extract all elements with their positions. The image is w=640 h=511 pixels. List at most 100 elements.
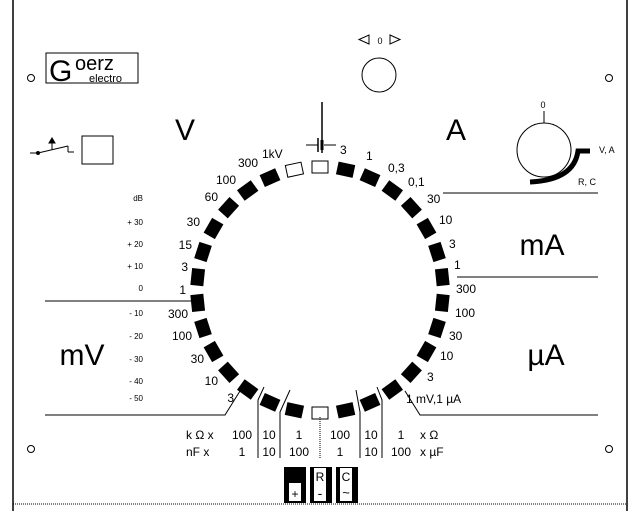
svg-text:100: 100: [172, 329, 192, 343]
unit-ua-label: µA: [527, 339, 564, 372]
range-dial[interactable]: [190, 160, 450, 420]
unit-ma-label: mA: [520, 229, 565, 262]
screw-icon: [605, 445, 613, 453]
svg-text:300: 300: [456, 282, 476, 296]
dial-position[interactable]: [381, 180, 403, 201]
svg-text:100: 100: [289, 445, 309, 459]
unit-mv-label: mV: [60, 339, 105, 372]
dial-position[interactable]: [400, 361, 422, 383]
dial-position-off[interactable]: [284, 161, 305, 178]
svg-text:0,3: 0,3: [388, 161, 405, 175]
svg-text:- 50: - 50: [129, 394, 143, 403]
dial-position[interactable]: [428, 317, 446, 339]
dial-position[interactable]: [434, 267, 450, 287]
unit-a-label: A: [446, 114, 466, 147]
svg-text:~: ~: [342, 485, 350, 500]
svg-text:- 40: - 40: [129, 377, 143, 386]
lowest-range-label: 1 mV,1 µA: [406, 392, 461, 406]
dial-position[interactable]: [237, 379, 259, 400]
zero-adjust-knob[interactable]: [361, 57, 397, 93]
db-title: dB: [133, 194, 143, 203]
brand-logo: G oerz electro: [45, 52, 139, 88]
dial-position[interactable]: [218, 197, 240, 219]
dial-position[interactable]: [218, 361, 240, 383]
dial-position[interactable]: [194, 241, 212, 263]
svg-text:oerz: oerz: [75, 53, 114, 75]
svg-text:1: 1: [179, 283, 186, 297]
svg-text:100: 100: [216, 173, 236, 187]
dial-position[interactable]: [428, 241, 446, 263]
dial-position[interactable]: [194, 317, 212, 339]
dial-position[interactable]: [359, 168, 381, 187]
dial-position-off[interactable]: [311, 160, 329, 174]
range-selector-knob[interactable]: [516, 122, 572, 178]
svg-text:1: 1: [454, 258, 461, 272]
svg-text:3: 3: [449, 237, 456, 251]
dial-position[interactable]: [416, 217, 437, 240]
dial-position[interactable]: [434, 293, 450, 313]
svg-text:10: 10: [439, 213, 453, 227]
svg-text:1: 1: [366, 149, 373, 163]
dial-position[interactable]: [259, 168, 281, 187]
battery-test-icon: [306, 102, 336, 153]
svg-text:R: R: [316, 470, 325, 484]
switch-symbol-icon: [30, 137, 74, 155]
svg-text:30: 30: [449, 329, 463, 343]
dial-position[interactable]: [237, 180, 259, 201]
db-scale: + 30 + 20 + 10 0 - 10 - 20 - 30 - 40 - 5…: [127, 218, 143, 403]
svg-text:0: 0: [377, 36, 382, 46]
dial-position[interactable]: [190, 267, 206, 287]
svg-text:+: +: [291, 487, 298, 501]
socket-c-ac[interactable]: C ~: [336, 467, 358, 503]
svg-text:30: 30: [191, 352, 205, 366]
ohm-scale: k Ω x nF x 100 10 1 100 10 1 1 10 100 1 …: [186, 428, 444, 459]
dial-position[interactable]: [259, 393, 281, 412]
svg-text:1: 1: [296, 428, 303, 442]
screw-icon: [27, 74, 35, 82]
svg-text:V, A: V, A: [599, 145, 615, 155]
socket-r-minus[interactable]: R -: [310, 467, 332, 503]
dial-position[interactable]: [335, 402, 356, 419]
svg-text:10: 10: [262, 445, 276, 459]
dial-position[interactable]: [359, 393, 381, 412]
svg-text:1kV: 1kV: [262, 147, 283, 161]
svg-text:+ 20: + 20: [127, 240, 143, 249]
svg-text:3: 3: [340, 143, 347, 157]
svg-text:100: 100: [232, 428, 252, 442]
svg-text:100: 100: [455, 306, 475, 320]
svg-text:+ 30: + 30: [127, 218, 143, 227]
svg-text:+ 10: + 10: [127, 262, 143, 271]
svg-text:0: 0: [540, 100, 545, 110]
unit-v-label: V: [175, 114, 195, 147]
svg-text:30: 30: [427, 192, 441, 206]
svg-text:- 10: - 10: [129, 309, 143, 318]
svg-text:300: 300: [238, 156, 258, 170]
dial-position[interactable]: [203, 217, 224, 240]
dial-position[interactable]: [203, 340, 224, 363]
socket-plus[interactable]: +: [284, 467, 306, 503]
svg-text:10: 10: [262, 428, 276, 442]
dial-position[interactable]: [416, 340, 437, 363]
svg-text:10: 10: [205, 374, 219, 388]
dial-position[interactable]: [381, 379, 403, 400]
svg-text:30: 30: [187, 215, 201, 229]
dial-position[interactable]: [335, 161, 356, 178]
svg-text:10: 10: [440, 349, 454, 363]
svg-text:100: 100: [330, 428, 350, 442]
svg-text:k Ω x: k Ω x: [186, 428, 214, 442]
dial-position[interactable]: [284, 402, 305, 419]
svg-text:100: 100: [391, 445, 411, 459]
dial-position[interactable]: [400, 197, 422, 219]
milliamp-range-labels: 30 10 3 1: [427, 192, 461, 272]
svg-text:x Ω: x Ω: [420, 428, 438, 442]
dial-position[interactable]: [190, 293, 206, 313]
svg-text:x µF: x µF: [420, 445, 444, 459]
svg-text:10: 10: [364, 428, 378, 442]
svg-text:1: 1: [239, 445, 246, 459]
svg-text:- 20: - 20: [129, 332, 143, 341]
power-button[interactable]: [81, 135, 114, 165]
svg-text:15: 15: [179, 238, 193, 252]
range-dividers: [45, 192, 598, 416]
svg-text:R, C: R, C: [578, 177, 597, 187]
screw-icon: [605, 74, 613, 82]
